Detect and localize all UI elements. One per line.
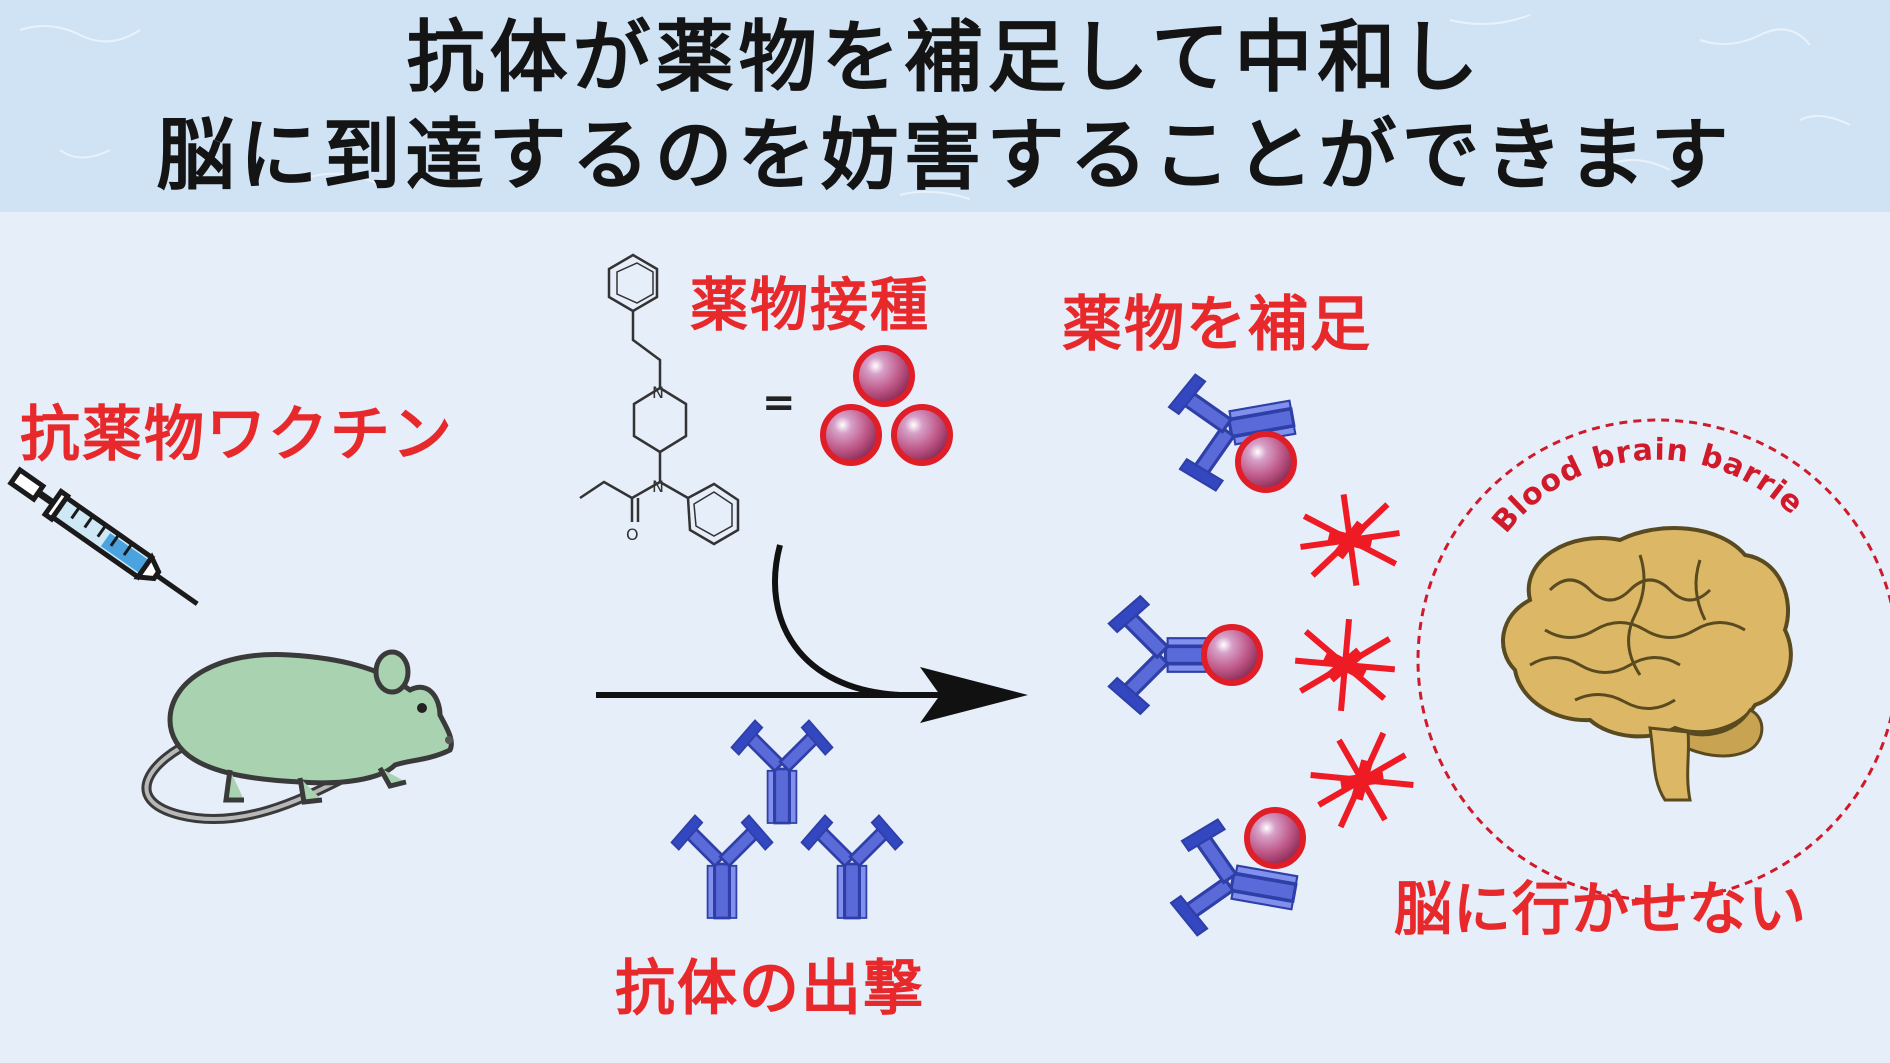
- merge-arrow-curve: [772, 544, 901, 698]
- mouse-icon: [141, 649, 454, 824]
- page-title-line-2: 脳に到達するのを妨害することができます: [156, 111, 1734, 201]
- drug-particle-cluster: [820, 345, 953, 466]
- label-block-brain: 脳に行かせない: [1394, 875, 1808, 943]
- label-vaccine: 抗薬物ワクチン: [20, 400, 454, 470]
- antibody-icon: [670, 814, 774, 920]
- blocked-drug-icon: [1291, 615, 1399, 715]
- blocked-drug-icon: [1294, 487, 1406, 592]
- brain-icon: [1501, 526, 1793, 802]
- antibody-drug-complex: [1107, 594, 1263, 716]
- antibody-icon: [800, 814, 904, 920]
- molecule-atom-n1: N: [652, 383, 664, 402]
- page-title-line-1: 抗体が薬物を補足して中和し: [406, 13, 1484, 103]
- label-antibody-launch: 抗体の出撃: [615, 954, 925, 1024]
- main-arrow-head: [920, 667, 1028, 723]
- fentanyl-molecule: [579, 253, 740, 546]
- antibody-drug-complex: [1162, 357, 1305, 498]
- title-banner: 抗体が薬物を補足して中和し 脳に到達するのを妨害することができます: [0, 0, 1890, 212]
- banner-texture: [19, 14, 1851, 200]
- molecule-atom-n2: N: [652, 477, 664, 496]
- label-drug-dose: 薬物接種: [690, 271, 931, 339]
- label-capture: 薬物を補足: [1062, 290, 1372, 360]
- molecule-atom-o: O: [626, 525, 639, 544]
- equals-sign: =: [762, 380, 796, 426]
- antibody-icon: [730, 719, 834, 825]
- syringe-icon: [7, 466, 199, 606]
- antibody-drug-complex: [1164, 807, 1307, 953]
- blocked-drug-icon: [1296, 715, 1429, 845]
